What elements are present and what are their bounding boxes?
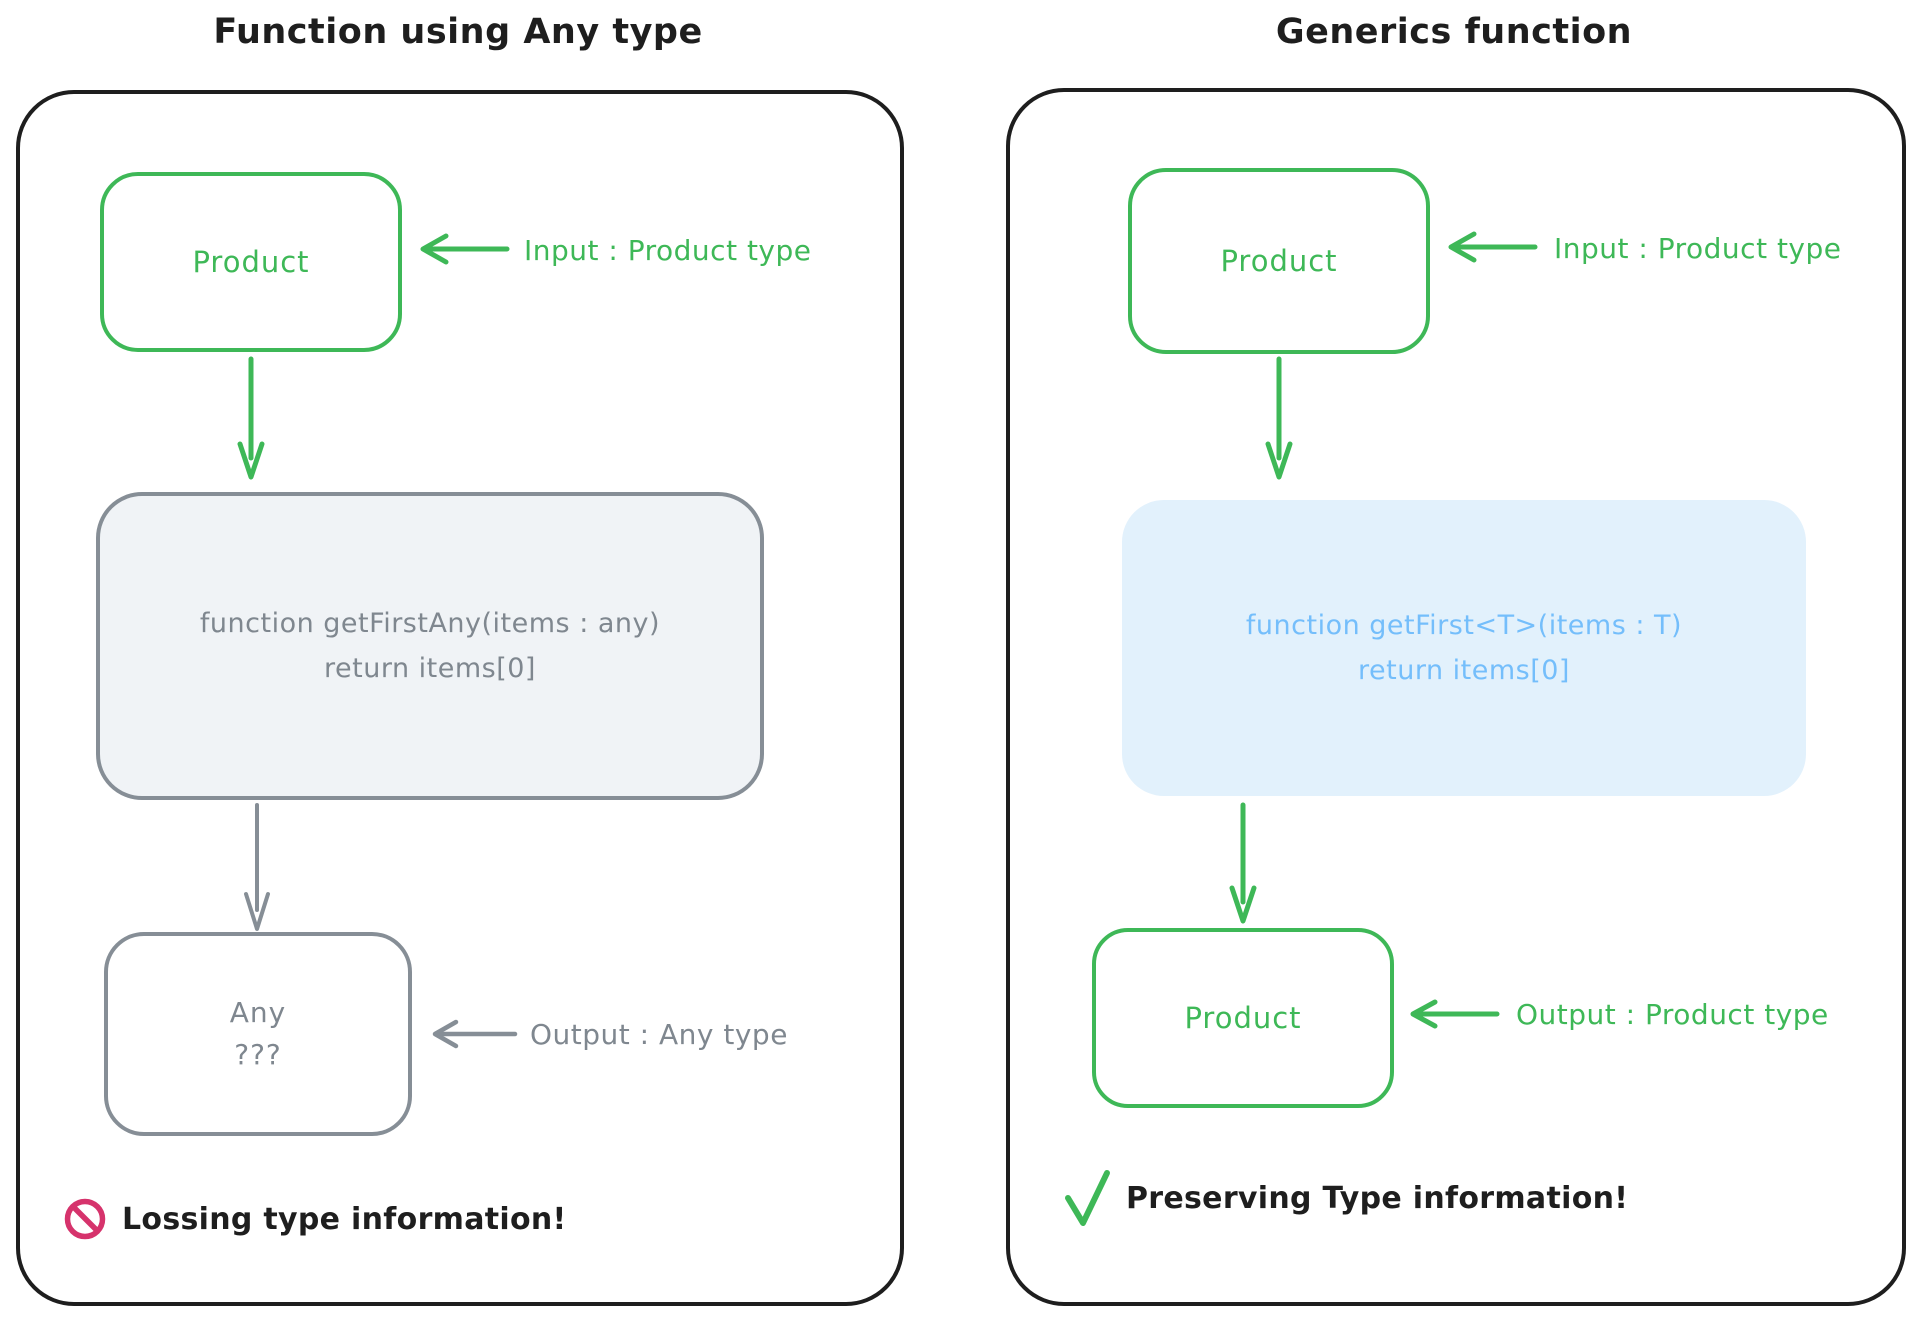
- left-footnote-text: Lossing type information!: [122, 1201, 567, 1237]
- left-panel-title: Function using Any type: [213, 12, 703, 52]
- left-output-node-line2: ???: [234, 1038, 282, 1071]
- left-down-arrow-1-icon: [234, 356, 268, 482]
- left-input-annotation: Input : Product type: [524, 234, 812, 267]
- left-input-arrow-icon: [414, 230, 510, 268]
- right-input-arrow-icon: [1442, 228, 1538, 266]
- right-code-line2: return items[0]: [1358, 655, 1570, 686]
- right-output-node: Product: [1092, 928, 1394, 1108]
- check-icon: [1062, 1168, 1112, 1228]
- no-entry-icon: [62, 1196, 108, 1242]
- left-input-node: Product: [100, 172, 402, 352]
- right-function-node: function getFirst<T>(items : T) return i…: [1122, 500, 1806, 796]
- right-input-node-label: Product: [1220, 244, 1338, 278]
- left-output-arrow-icon: [426, 1016, 518, 1052]
- right-input-annotation: Input : Product type: [1554, 232, 1842, 265]
- right-footnote-text: Preserving Type information!: [1126, 1180, 1629, 1216]
- right-down-arrow-2-icon: [1226, 802, 1260, 926]
- left-output-annotation: Output : Any type: [530, 1018, 788, 1051]
- right-output-annotation: Output : Product type: [1516, 998, 1829, 1031]
- right-output-node-label: Product: [1184, 1001, 1302, 1035]
- right-output-arrow-icon: [1404, 996, 1500, 1032]
- right-footnote: Preserving Type information!: [1062, 1168, 1628, 1228]
- left-code-line1: function getFirstAny(items : any): [199, 608, 661, 639]
- right-down-arrow-1-icon: [1262, 356, 1296, 482]
- left-code-line2: return items[0]: [324, 653, 536, 684]
- left-input-node-label: Product: [192, 245, 310, 279]
- right-code-line1: function getFirst<T>(items : T): [1245, 610, 1683, 641]
- left-output-node: Any ???: [104, 932, 412, 1136]
- left-down-arrow-2-icon: [240, 802, 274, 934]
- left-output-node-line1: Any: [229, 996, 287, 1029]
- right-input-node: Product: [1128, 168, 1430, 354]
- left-function-node: function getFirstAny(items : any) return…: [96, 492, 764, 800]
- left-footnote: Lossing type information!: [62, 1196, 567, 1242]
- right-panel-title: Generics function: [1275, 12, 1633, 52]
